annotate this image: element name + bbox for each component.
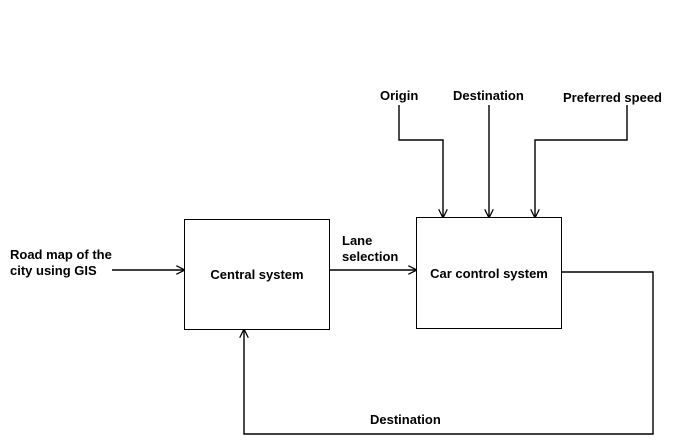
car-control-system-block: Car control system (416, 217, 562, 329)
destination-input-label: Destination (453, 88, 524, 103)
car-control-system-label: Car control system (430, 265, 548, 281)
preferred-speed-arrow (535, 105, 628, 217)
feedback-destination-arrow (244, 271, 654, 435)
lane-selection-label: Lane selection (342, 233, 399, 264)
central-system-label: Central system (210, 267, 304, 282)
preferred-speed-label: Preferred speed (563, 90, 662, 105)
feedback-destination-label: Destination (370, 412, 441, 427)
road-map-label: Road map of the city using GIS (10, 247, 112, 278)
central-system-block: Central system (184, 219, 330, 330)
origin-arrow (398, 105, 443, 217)
origin-label: Origin (380, 88, 419, 103)
